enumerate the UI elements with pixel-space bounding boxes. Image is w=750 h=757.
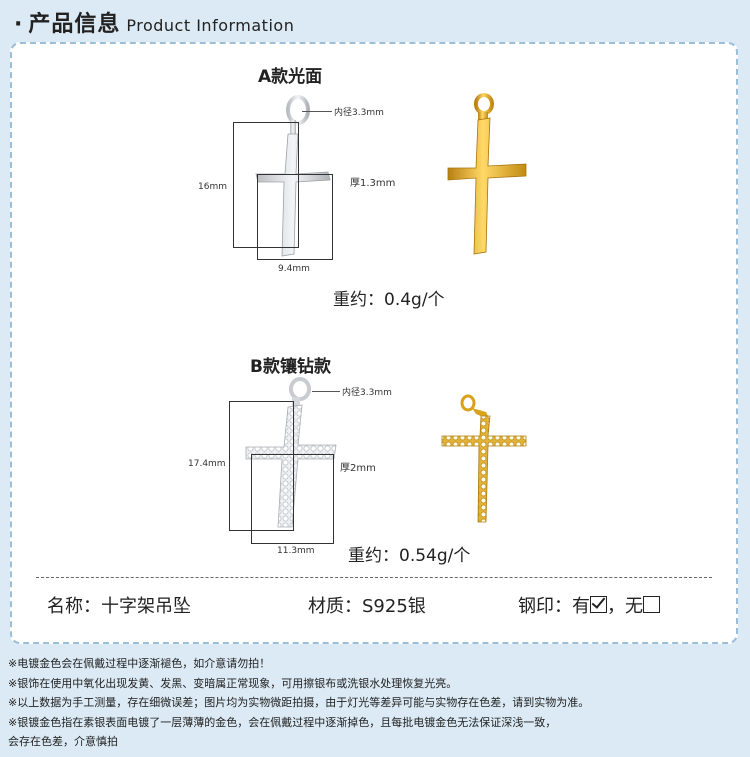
header-title-cn: 产品信息 [28,12,121,37]
spec-name: 名称：十字架吊坠 [47,596,191,617]
stamp-label: 钢印： [518,596,572,617]
divider-line [36,577,712,578]
gold-plain-cross-image [447,93,527,255]
section-a-title: A款光面 [258,67,323,87]
stamp-yes-checkbox [590,596,607,613]
b-inner-diameter: 内径3.3mm [342,388,392,398]
a-height-box [233,122,299,248]
stamp-no-checkbox [643,596,660,613]
notes-block: ※电镀金色会在佩戴过程中逐渐褪色，如介意请勿拍！ ※银饰在使用中氧化出现发黄、发… [8,654,748,752]
a-width-box [257,174,333,260]
silver-zircon-cross-image [245,377,337,528]
a-weight: 重约：0.4g/个 [333,290,445,310]
header-title-en: Product Information [126,16,295,35]
spec-row: 名称：十字架吊坠 材质：S925银 钢印：有 ，无 [0,592,750,622]
stamp-no-label: 无 [625,596,643,617]
b-weight: 重约：0.54g/个 [348,546,471,566]
a-thickness: 厚1.3mm [350,178,396,189]
b-width-box [251,454,334,544]
a-height: 16mm [198,182,227,192]
spec-material: 材质：S925银 [308,596,426,617]
b-height-box [229,401,294,531]
b-diameter-leader [312,391,340,392]
a-diameter-leader [302,111,332,112]
section-b-title: B款镶钻款 [250,357,331,377]
b-height: 17.4mm [188,459,226,469]
spec-stamp: 钢印：有 ，无 [518,592,660,618]
stamp-separator: ， [607,596,625,617]
note-line: ※银镀金色指在素银表面电镀了一层薄薄的金色，会在佩戴过程中逐渐掉色，且每批电镀金… [8,715,557,729]
b-width: 11.3mm [277,546,315,556]
a-inner-diameter: 内径3.3mm [334,108,384,118]
note-line: ※电镀金色会在佩戴过程中逐渐褪色，如介意请勿拍！ [8,657,271,670]
product-panel [10,42,738,644]
b-thickness: 厚2mm [340,463,376,474]
note-line: ※银饰在使用中氧化出现发黄、发黑、变暗属正常现象，可用擦银布或洗银水处理恢复光亮… [8,676,458,690]
stamp-yes-label: 有 [572,596,590,617]
section-header: · 产品信息 Product Information [14,6,294,40]
note-line: 会存在色差，介意慎拍 [8,735,118,748]
note-line: ※以上数据为手工测量，存在细微误差；图片均为实物微距拍摄，由于灯光等差异可能与实… [8,696,590,709]
gold-zircon-cross-image [441,394,527,523]
a-width: 9.4mm [278,264,310,274]
header-bullet: · [14,12,23,37]
